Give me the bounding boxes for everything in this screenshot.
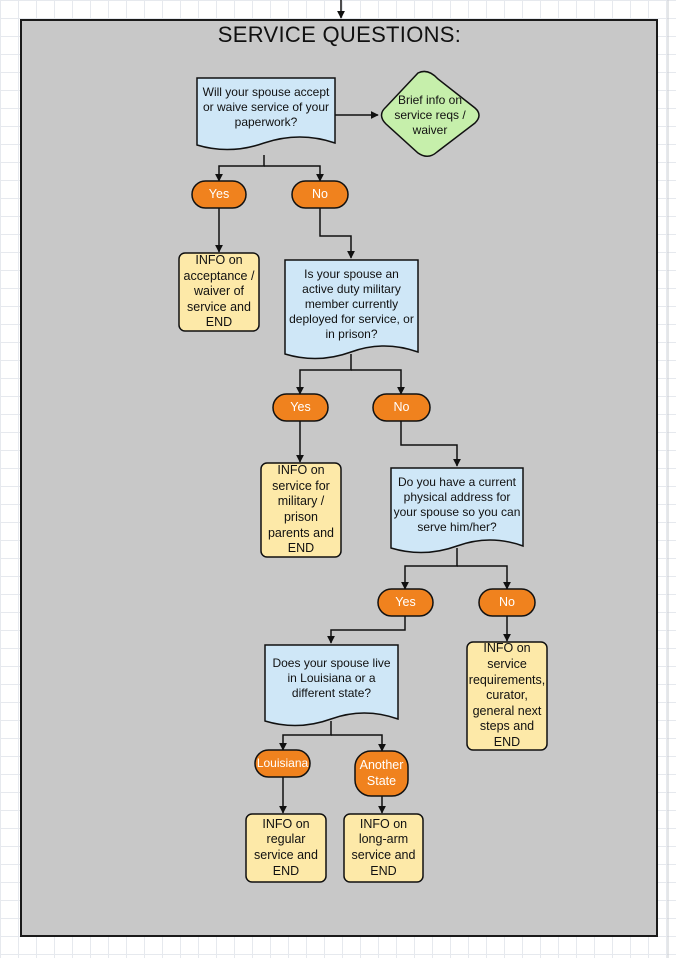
terminal-no-2 [372, 393, 431, 422]
terminal-yes-1-label: Yes [208, 186, 230, 201]
terminal-yes-2-label: Yes [290, 399, 311, 414]
terminal-another-state-label: Another State [359, 757, 404, 788]
info-regular-label: INFO on regular service and END [254, 816, 318, 878]
info-long-arm-box [343, 813, 424, 883]
terminal-no-1 [291, 180, 349, 209]
info-requirements-box [466, 641, 548, 751]
side-info-diamond [380, 70, 480, 157]
info-requirements-label: INFO on service requirements, curator, g… [468, 641, 546, 750]
terminal-no-3 [478, 588, 536, 617]
page-title: SERVICE QUESTIONS: [217, 22, 462, 47]
decision-physical-address [390, 467, 524, 554]
side-info-label: Brief info on service reqs / waiver [394, 92, 466, 137]
info-acceptance-label: INFO on acceptance / waiver of service a… [183, 252, 255, 330]
info-military-label: INFO on service for military / prison pa… [267, 463, 335, 556]
info-military-box [260, 462, 342, 558]
decision-physical-address-label: Do you have a current physical address f… [393, 475, 521, 534]
decision-louisiana-label: Does your spouse live in Louisiana or a … [272, 655, 391, 700]
decision-louisiana [264, 644, 399, 727]
connectors [215, 111, 511, 814]
terminal-no-1-label: No [312, 186, 328, 201]
info-long-arm-label: INFO on long-arm service and END [351, 816, 416, 878]
decision-military-prison [284, 259, 419, 360]
terminal-no-2-label: No [393, 399, 410, 414]
info-acceptance-box [178, 252, 260, 332]
terminal-yes-2 [272, 393, 329, 422]
terminal-no-3-label: No [499, 594, 515, 609]
decision-accept-waive [196, 77, 336, 151]
terminal-louisiana-label: Louisiana [256, 756, 309, 770]
terminal-yes-1 [191, 180, 247, 209]
terminal-yes-3 [377, 588, 434, 617]
terminal-yes-3-label: Yes [395, 594, 416, 609]
terminal-louisiana [254, 749, 311, 778]
decision-accept-waive-label: Will your spouse accept or waive service… [202, 84, 330, 129]
terminal-another-state [354, 750, 409, 797]
info-regular-box [245, 813, 327, 883]
decision-military-prison-label: Is your spouse an active duty military m… [289, 266, 414, 341]
